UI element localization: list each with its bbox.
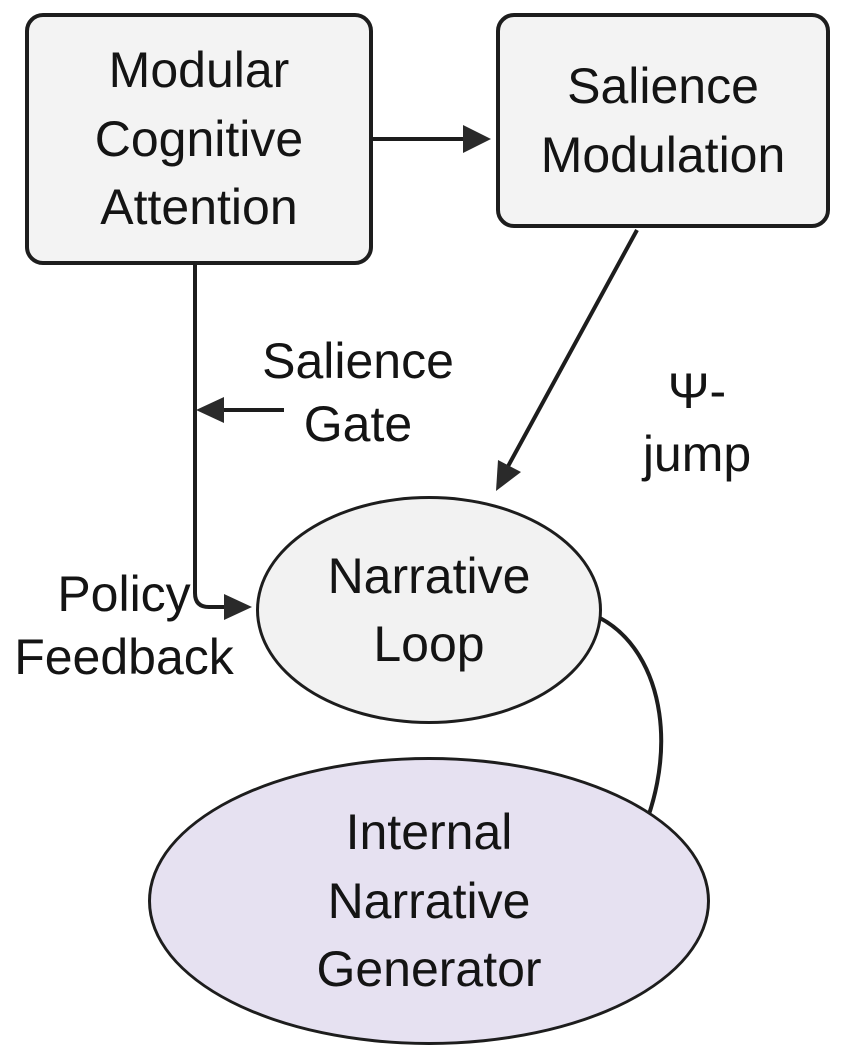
edge-label-salience-gate: Salience Gate xyxy=(262,333,454,452)
node-salience-modulation: Salience Modulation xyxy=(496,13,830,228)
edge-label-psi-jump: Ψ-jump xyxy=(642,363,752,482)
node-internal-narrative-generator-label: Internal Narrative Generator xyxy=(316,804,542,998)
edge-salience-gate-arrowhead xyxy=(196,397,224,423)
node-modular-cognitive-attention-label: Modular Cognitive Attention xyxy=(94,42,304,236)
edge-label-policy-feedback: Policy Feedback xyxy=(14,566,234,685)
node-salience-modulation-label: Salience Modulation xyxy=(540,58,786,183)
edge-mca-to-sm-arrowhead xyxy=(463,125,491,153)
node-narrative-loop-label: Narrative Loop xyxy=(327,547,531,673)
edge-mca-to-nl-line xyxy=(193,263,228,609)
node-internal-narrative-generator: Internal Narrative Generator xyxy=(148,757,710,1045)
edge-sm-to-nl-arrowhead xyxy=(496,460,521,491)
node-modular-cognitive-attention: Modular Cognitive Attention xyxy=(25,13,373,265)
node-narrative-loop: Narrative Loop xyxy=(256,496,602,724)
